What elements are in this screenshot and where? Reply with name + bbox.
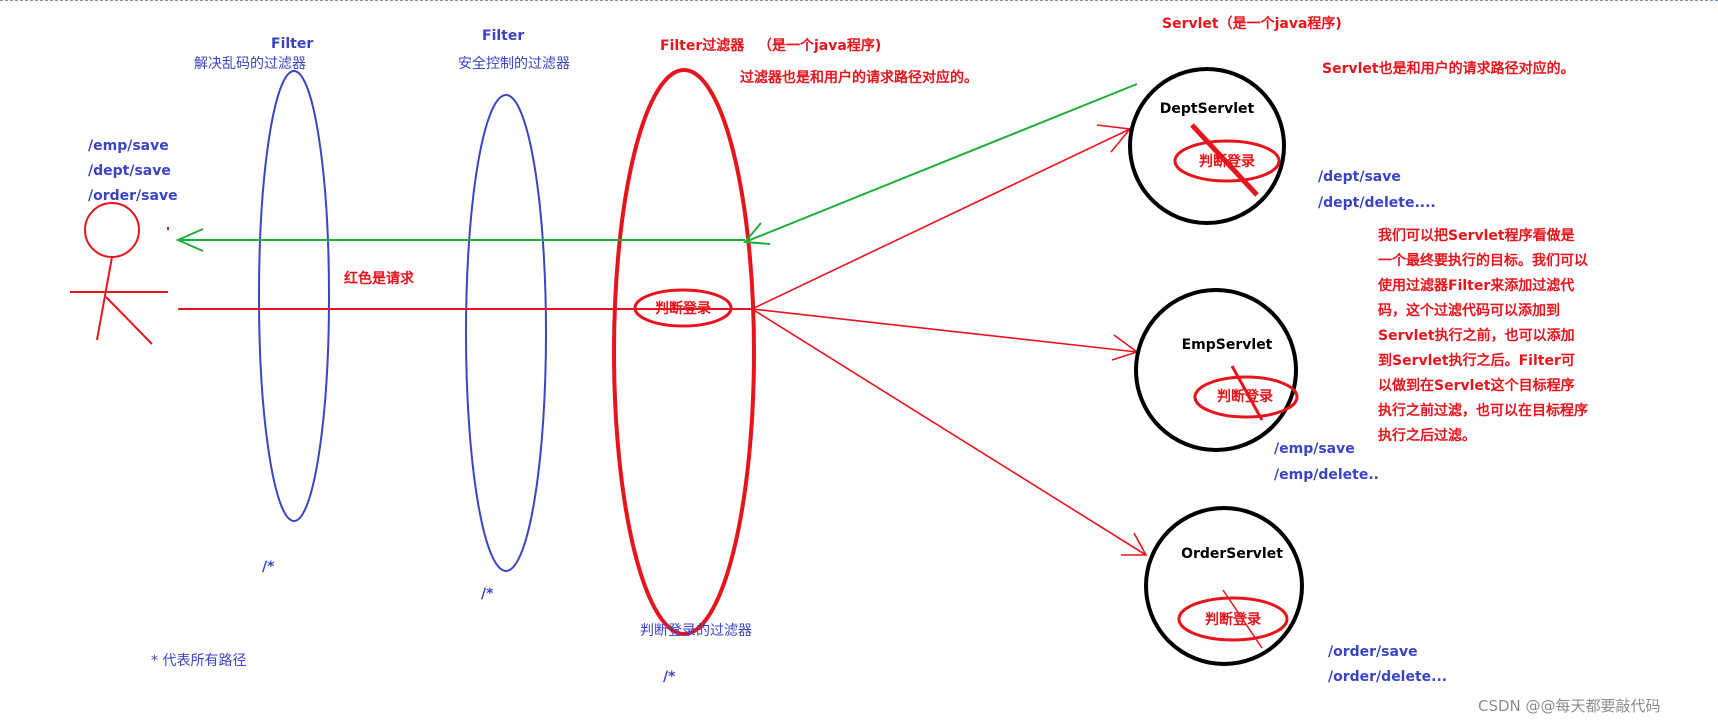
emp-servlet-circle [1134,288,1298,452]
dept-path-delete: /dept/delete.... [1318,195,1436,211]
user-path-order: /order/save [88,188,178,204]
emp-path-delete: /emp/delete.. [1274,467,1379,483]
emp-strike [1230,365,1264,421]
user-path-dept: /dept/save [88,163,171,179]
dept-servlet-circle [1128,67,1286,225]
order-inner-ellipse [1177,596,1289,642]
explanation-text: 我们可以把Servlet程序看做是一个最终要执行的目标。我们可以使用过滤器Fil… [1378,228,1588,444]
order-servlet-name: OrderServlet [1181,546,1283,562]
response-line-upper [744,83,1138,243]
filter2-subtitle: 安全控制的过滤器 [458,56,570,72]
emp-servlet-name: EmpServlet [1181,337,1273,353]
filter3-desc: 过滤器也是和用户的请求路径对应的。 [740,70,978,86]
emp-inner-label: 判断登录 [1217,389,1273,405]
request-to-emp [751,308,1138,353]
order-inner-label: 判断登录 [1205,612,1261,628]
filter3-path: /* [663,669,676,685]
servlet-header: Servlet（是一个java程序) [1162,16,1342,32]
dept-path-save: /dept/save [1318,169,1401,185]
user-stick-figure [70,202,168,345]
response-arrowhead [175,228,204,252]
request-to-dept [751,128,1131,310]
request-to-order-arrowhead [1121,532,1148,556]
filter3-title: Filter过滤器 [660,38,745,54]
emp-inner-ellipse [1193,375,1299,419]
dept-inner-ellipse [1173,139,1281,183]
filter1-title: Filter [271,36,314,52]
servlet-desc: Servlet也是和用户的请求路径对应的。 [1322,61,1575,77]
request-to-order [751,308,1147,556]
request-label: 红色是请求 [344,271,414,287]
order-path-save: /order/save [1328,644,1418,660]
filter2-ellipse [465,94,547,572]
order-servlet-circle [1144,506,1304,666]
order-path-delete: /order/delete... [1328,669,1448,685]
order-strike [1222,589,1263,649]
top-dashed-border [0,0,1718,1]
watermark: CSDN @@每天都要敲代码 [1478,697,1661,715]
filter1-ellipse [258,70,330,522]
filter3-caption: 判断登录的过滤器 [640,623,752,639]
request-to-dept-arrowhead [1096,124,1132,153]
filter3-inner-label: 判断登录 [655,301,711,317]
request-to-emp-arrowhead [1111,334,1139,361]
wildcard-note: * 代表所有路径 [151,653,247,669]
dept-strike [1190,123,1259,197]
dept-servlet-name: DeptServlet [1159,101,1255,117]
filter2-path: /* [481,586,494,602]
emp-path-save: /emp/save [1274,441,1355,457]
filter2-title: Filter [482,28,525,44]
response-upper-arrowhead [742,222,771,245]
dept-inner-label: 判断登录 [1199,154,1255,170]
filter1-path: /* [262,559,275,575]
user-path-emp: /emp/save [88,138,169,154]
filter3-ellipse [612,68,756,636]
filter3-note: （是一个java程序) [758,38,882,54]
filter1-subtitle: 解决乱码的过滤器 [194,56,306,72]
